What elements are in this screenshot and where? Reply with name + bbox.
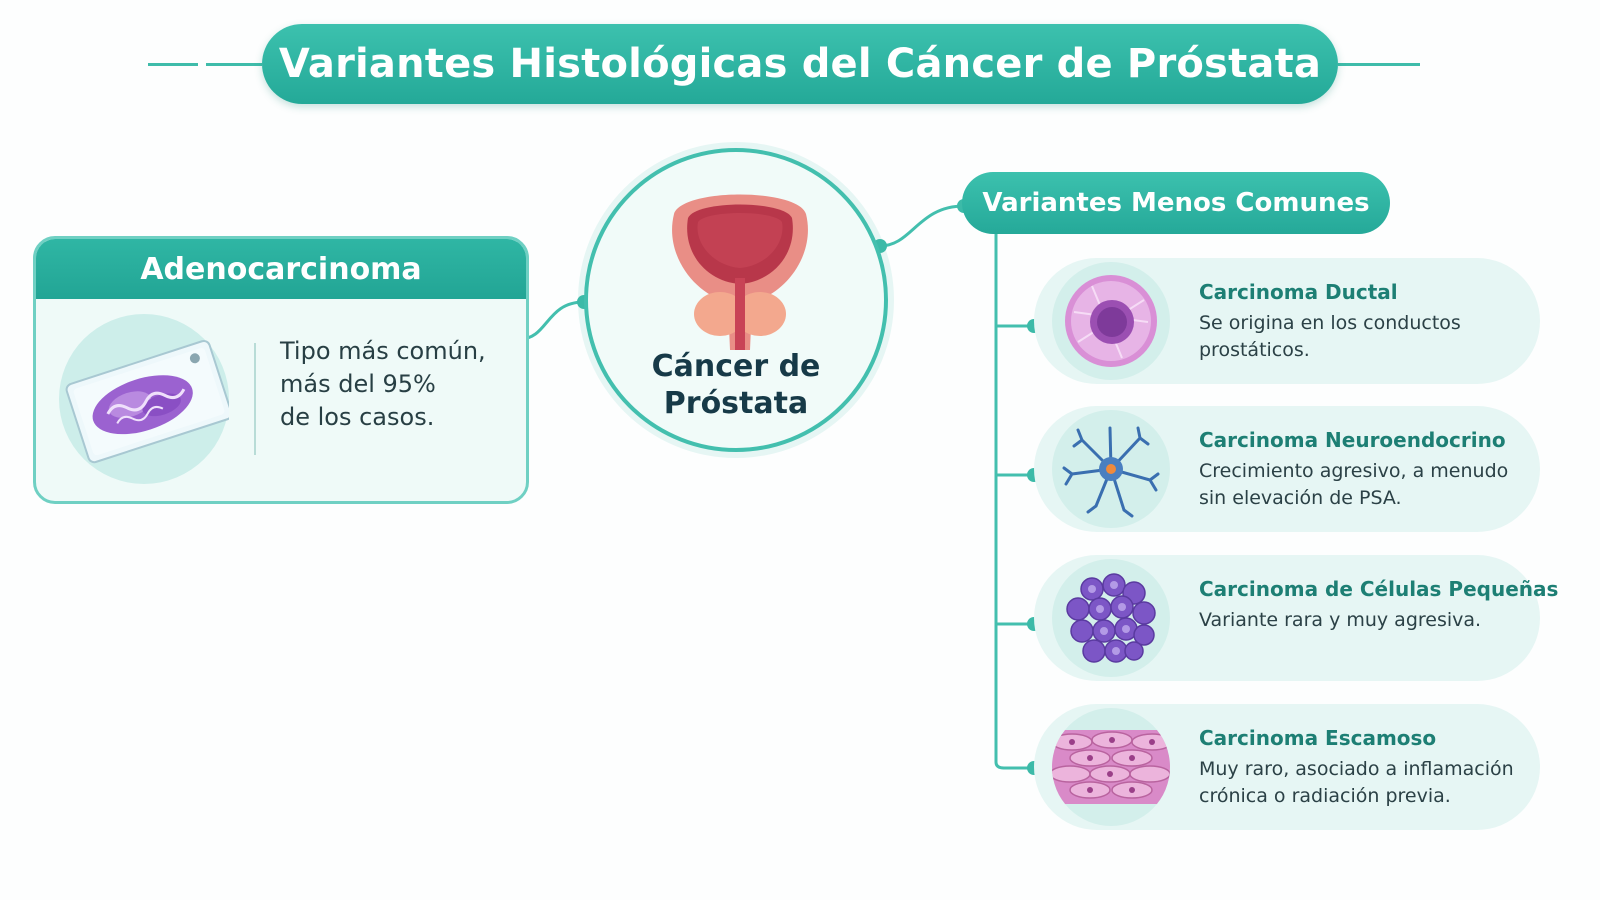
prostate-bladder-icon [672, 194, 808, 350]
variant-card-small-cell: Carcinoma de Células Pequeñas Variante r… [1034, 555, 1558, 681]
variant-card-neuroendocrine: Carcinoma Neuroendocrino Crecimiento agr… [1034, 406, 1540, 532]
title-line-right [1338, 63, 1420, 66]
neuron-cell-icon [1052, 410, 1170, 528]
page-title: Variantes Histológicas del Cáncer de Pró… [278, 41, 1322, 87]
variant-description: Crecimiento agresivo, a menudo sin eleva… [1199, 460, 1509, 509]
connector-center-variants [878, 204, 966, 248]
variant-name: Carcinoma de Células Pequeñas [1199, 577, 1559, 601]
connector-trunk [994, 232, 1006, 770]
histology-slide-icon [59, 314, 233, 484]
center-label: Cáncer de Próstata [651, 349, 821, 421]
variants-header: Variantes Menos Comunes [962, 172, 1390, 234]
variant-card-squamous: Carcinoma Escamoso Muy raro, asociado a … [1034, 704, 1540, 830]
title-line-left [148, 63, 198, 66]
variant-card-ductal: Carcinoma Ductal Se origina en los condu… [1034, 258, 1540, 384]
center-node: Cáncer de Próstata [584, 148, 888, 452]
adenocarcinoma-divider [254, 343, 256, 455]
variant-description: Se origina en los conductos prostáticos. [1199, 312, 1461, 361]
adenocarcinoma-heading: Adenocarcinoma [140, 251, 422, 287]
variant-name: Carcinoma Escamoso [1199, 726, 1437, 750]
variant-description: Variante rara y muy agresiva. [1199, 609, 1482, 631]
squamous-tissue-icon [1052, 708, 1170, 826]
title-line-left-inner [206, 63, 262, 66]
title-banner: Variantes Histológicas del Cáncer de Pró… [262, 24, 1338, 104]
adenocarcinoma-header: Adenocarcinoma [36, 239, 526, 299]
connector-adeno-center [518, 300, 586, 341]
variants-heading: Variantes Menos Comunes [982, 188, 1370, 218]
small-cell-cluster-icon [1052, 559, 1170, 677]
ductal-cell-icon [1052, 262, 1170, 380]
adenocarcinoma-card: Adenocarcinoma Tipo más común, más del 9… [33, 236, 529, 504]
adenocarcinoma-description: Tipo más común, más del 95% de los casos… [280, 337, 486, 431]
variant-description: Muy raro, asociado a inflamación crónica… [1199, 758, 1514, 807]
variant-name: Carcinoma Neuroendocrino [1199, 428, 1506, 452]
variant-name: Carcinoma Ductal [1199, 280, 1398, 304]
